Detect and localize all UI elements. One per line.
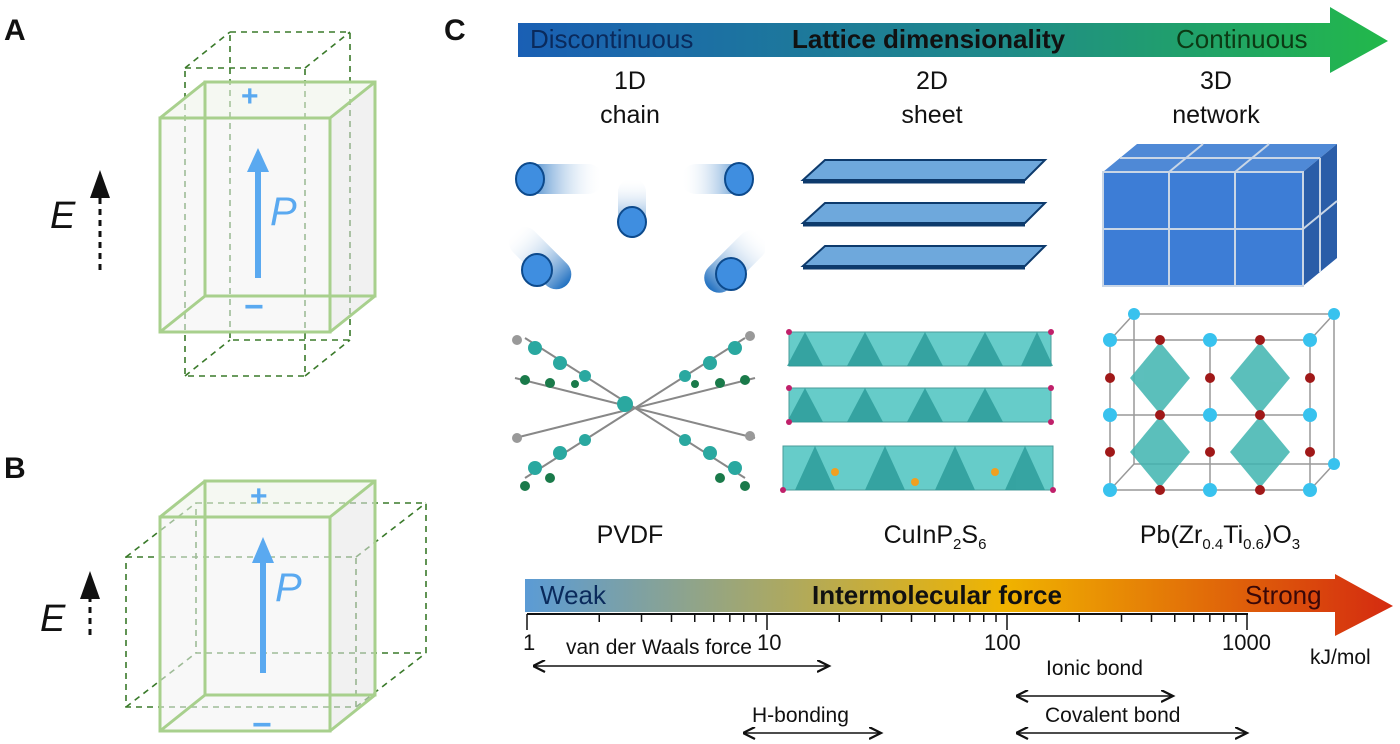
force-left-label: Weak	[540, 580, 606, 610]
pzt-part: Pb(Zr	[1139, 521, 1203, 549]
cips-sub: 6	[978, 536, 987, 553]
ionic-label: Ionic bond	[1046, 657, 1143, 680]
dim-3d: 3D network	[1146, 64, 1286, 132]
material-cips: CuInP2S6	[850, 518, 1020, 562]
tick-label-1000: 1000	[1222, 630, 1271, 655]
solid-crystal-box	[158, 80, 377, 334]
solid-crystal-box	[158, 479, 377, 733]
pzt-sub: 0.4	[1202, 536, 1224, 553]
polarization-arrowhead	[252, 537, 274, 563]
network-illustration	[1102, 143, 1338, 287]
panel-b-diagram	[80, 479, 427, 733]
pzt-sub: 0.6	[1243, 536, 1264, 553]
positive-charge: +	[250, 480, 268, 513]
field-arrowhead	[80, 571, 100, 599]
sheet-illustration	[800, 159, 1048, 270]
tick-label-100: 100	[984, 630, 1021, 655]
dim-1d-label: 1D	[614, 67, 646, 95]
hbond-label: H-bonding	[752, 704, 849, 727]
dim-3d-label: 3D	[1200, 67, 1232, 95]
lattice-arrow	[518, 7, 1388, 73]
material-pvdf: PVDF	[596, 521, 664, 549]
lattice-right-label: Continuous	[1176, 24, 1308, 54]
panel-a-letter: A	[4, 14, 26, 47]
material-pzt: Pb(Zr0.4Ti0.6)O3	[1110, 518, 1330, 562]
log-scale-axis	[526, 613, 1248, 630]
dim-1d-desc: chain	[600, 101, 660, 129]
force-right-label: Strong	[1245, 580, 1322, 610]
field-arrowhead	[90, 170, 110, 198]
lattice-left-label: Discontinuous	[530, 24, 694, 54]
pzt-part: )O	[1264, 521, 1292, 549]
pzt-part: Ti	[1223, 521, 1244, 549]
dim-2d-desc: sheet	[901, 101, 963, 129]
unit-label: kJ/mol	[1310, 646, 1371, 669]
dashed-stretched-box	[184, 31, 351, 377]
force-arrow	[525, 574, 1393, 636]
bond-ranges	[533, 650, 1265, 742]
lattice-center-label: Lattice dimensionality	[792, 24, 1066, 54]
dim-1d: 1D chain	[560, 64, 700, 132]
panel-b-letter: B	[4, 452, 26, 485]
cips-structure	[780, 329, 1056, 493]
dim-2d-label: 2D	[916, 67, 948, 95]
dim-3d-desc: network	[1172, 101, 1260, 129]
polarization-label: P	[270, 190, 297, 234]
polarization-arrowhead	[247, 148, 269, 172]
tick-label-10: 10	[757, 630, 782, 655]
pvdf-structure	[512, 331, 756, 491]
cips-sub: 2	[953, 536, 962, 553]
negative-charge: −	[244, 288, 264, 326]
tick-label-1: 1	[523, 630, 536, 655]
vdw-label: van der Waals force	[566, 636, 752, 659]
positive-charge: +	[241, 80, 259, 113]
dim-2d: 2D sheet	[862, 64, 1002, 132]
force-center-label: Intermolecular force	[812, 580, 1062, 610]
panel-c-letter: C	[444, 14, 466, 47]
pzt-structure	[1103, 308, 1340, 497]
pzt-sub: 3	[1291, 536, 1301, 553]
chain-illustration	[508, 162, 765, 293]
cips-part: CuInP	[883, 521, 954, 549]
negative-charge: −	[252, 706, 272, 744]
panel-a-diagram	[90, 31, 377, 377]
field-label: E	[40, 598, 66, 640]
polarization-label: P	[275, 566, 302, 610]
field-label: E	[50, 195, 76, 237]
cips-part: S	[961, 521, 979, 549]
covalent-label: Covalent bond	[1045, 704, 1181, 727]
